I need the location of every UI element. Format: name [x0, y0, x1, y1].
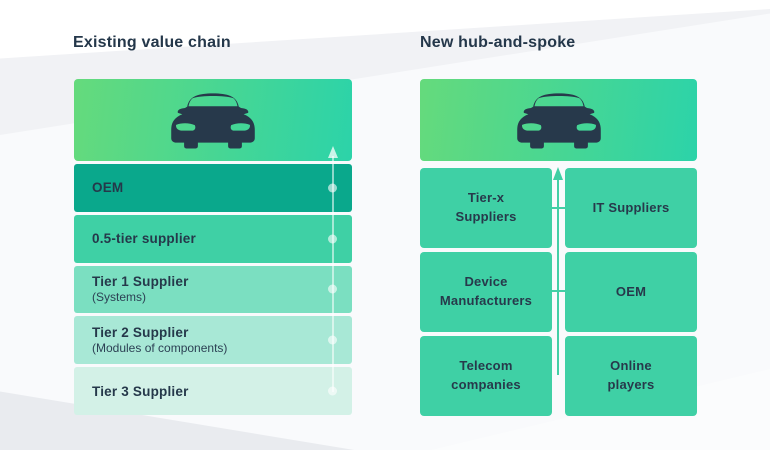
row-label: Tier 1 Supplier — [92, 274, 189, 290]
cell-label: companies — [451, 377, 521, 392]
cell-label: players — [607, 377, 655, 392]
hub-cell-tier-x-suppliers: Tier-x Suppliers — [420, 168, 552, 248]
row-label: 0.5-tier supplier — [92, 231, 196, 247]
value-chain-stack: OEM 0.5-tier supplier Tier 1 Supplier (S… — [74, 164, 352, 415]
cell-label: Device — [464, 274, 508, 290]
up-arrow-icon — [327, 146, 338, 158]
hub-cell-telecom-companies: Telecom companies — [420, 336, 552, 416]
row-caption: (Modules of components) — [92, 341, 228, 356]
vehicle-box — [74, 79, 352, 161]
hub-cell-online-players: Online players — [565, 336, 697, 416]
car-front-icon — [516, 93, 601, 149]
chain-flow-line — [332, 156, 334, 392]
hub-cell-oem: OEM — [565, 252, 697, 332]
row-label: Tier 2 Supplier — [92, 325, 189, 341]
chain-row-half-tier: 0.5-tier supplier — [74, 214, 352, 263]
chain-row-oem: OEM — [74, 164, 352, 212]
hub-spoke-connector — [552, 207, 565, 209]
cell-label: Tier-x — [467, 190, 505, 206]
cell-label: Manufacturers — [439, 293, 533, 308]
cell-label: OEM — [615, 283, 647, 299]
car-front-icon — [171, 93, 255, 149]
hub-flow-line — [557, 179, 559, 375]
up-arrow-icon — [553, 167, 563, 180]
hub-cell-device-manufacturers: Device Manufacturers — [420, 252, 552, 332]
hub-spoke-connector — [552, 290, 565, 292]
row-caption: (Systems) — [92, 290, 146, 305]
vehicle-box — [420, 79, 697, 161]
chain-row-tier2: Tier 2 Supplier (Modules of components) — [74, 316, 352, 365]
hub-spoke-grid: Tier-x Suppliers IT Suppliers Device Man… — [420, 168, 697, 416]
hub-cell-it-suppliers: IT Suppliers — [565, 168, 697, 248]
cell-label: Telecom — [459, 358, 513, 374]
row-label: Tier 3 Supplier — [92, 383, 189, 399]
cell-label: IT Suppliers — [592, 199, 670, 215]
cell-label: Online — [610, 358, 652, 374]
chain-row-tier3: Tier 3 Supplier — [74, 367, 352, 415]
panel-title-existing-value-chain: Existing value chain — [73, 34, 231, 51]
chain-row-tier1: Tier 1 Supplier (Systems) — [74, 265, 352, 314]
cell-label: Suppliers — [455, 209, 517, 224]
panel-title-hub-and-spoke: New hub-and-spoke — [420, 34, 576, 51]
row-label: OEM — [92, 180, 124, 196]
